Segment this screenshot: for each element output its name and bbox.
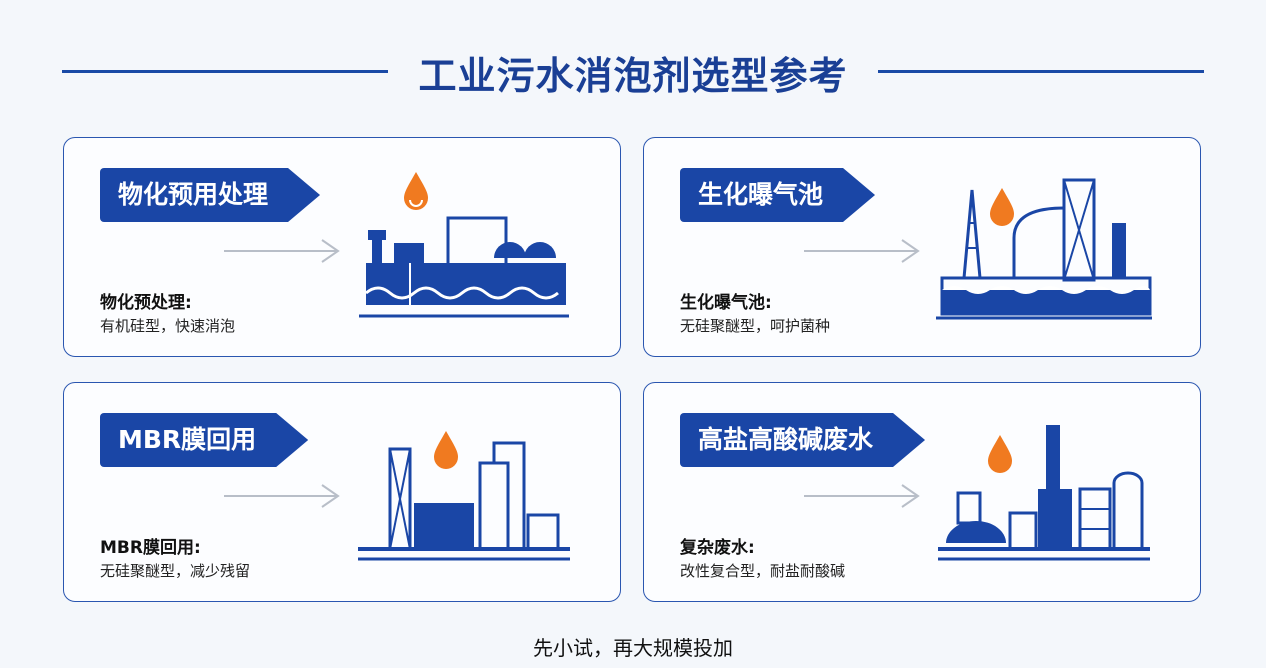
card-aeration: 生化曝气池 生化曝气池: 无硅聚醚型，呵护菌种 (643, 137, 1201, 357)
card-desc-title: 物化预处理: (100, 293, 192, 313)
card-desc-title: MBR膜回用: (100, 538, 201, 558)
page-title: 工业污水消泡剂选型参考 (418, 54, 848, 98)
aeration-tank-icon (936, 178, 1152, 320)
card-desc-text: 改性复合型，耐盐耐酸碱 (680, 562, 846, 580)
card-badge: 高盐高酸碱废水 (680, 413, 925, 467)
physchem-plant-icon (359, 172, 569, 318)
card-mbr: MBR膜回用 MBR膜回用: 无硅聚醚型，减少残留 (63, 382, 621, 602)
card-badge: MBR膜回用 (100, 413, 308, 467)
card-desc-text: 无硅聚醚型，减少残留 (100, 562, 251, 580)
card-badge: 生化曝气池 (680, 168, 875, 222)
card-physchem: 物化预用处理 物化预处理: 有机硅型，快速消泡 (63, 137, 621, 357)
complex-wastewater-plant-icon (938, 425, 1150, 561)
title-divider-left (62, 70, 388, 73)
mbr-plant-icon (358, 431, 570, 561)
arrow-right-icon (804, 484, 920, 508)
card-complex-wastewater: 高盐高酸碱废水 复杂废水: 改性复合型，耐盐耐酸碱 (643, 382, 1201, 602)
arrow-right-icon (804, 239, 920, 263)
card-desc-text: 无硅聚醚型，呵护菌种 (680, 317, 831, 335)
arrow-right-icon (224, 484, 340, 508)
card-badge: 物化预用处理 (100, 168, 320, 222)
card-desc-text: 有机硅型，快速消泡 (100, 317, 236, 335)
title-row: 工业污水消泡剂选型参考 (0, 44, 1266, 110)
card-desc-title: 复杂废水: (680, 538, 755, 558)
footer-note: 先小试，再大规模投加 (533, 636, 733, 660)
title-divider-right (878, 70, 1204, 73)
arrow-right-icon (224, 239, 340, 263)
card-desc-title: 生化曝气池: (680, 293, 772, 313)
